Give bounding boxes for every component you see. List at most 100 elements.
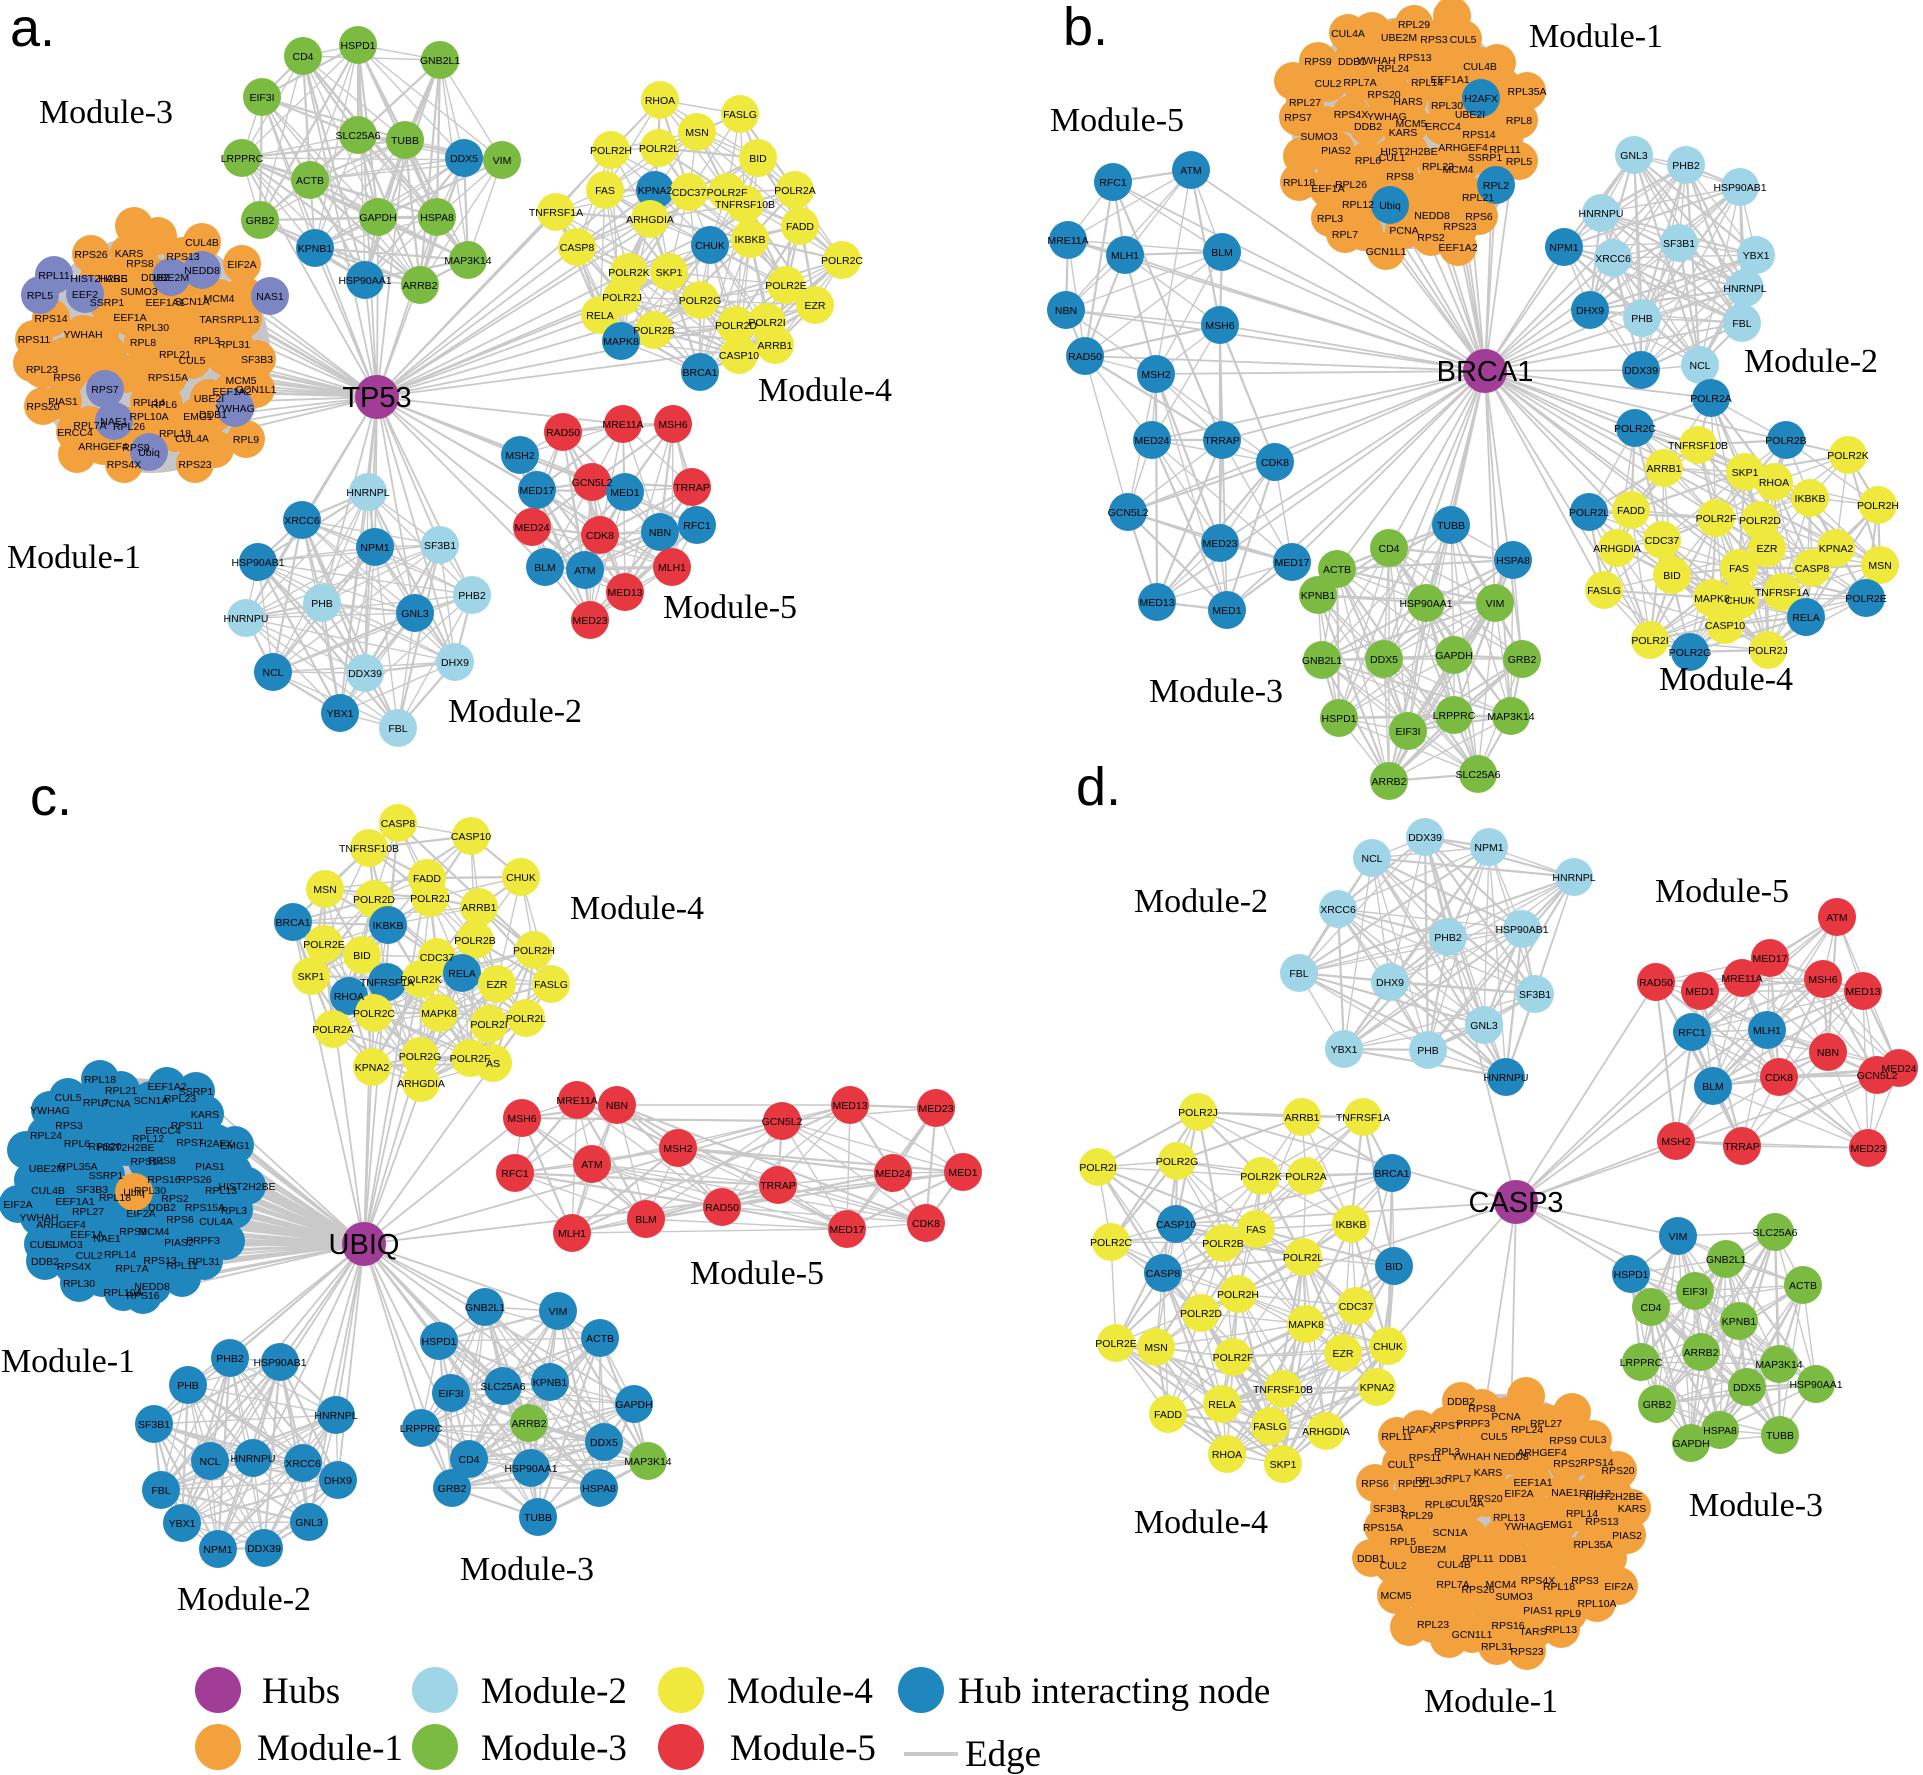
svg-text:EMG1: EMG1 [220,1140,250,1152]
svg-text:Hub interacting node: Hub interacting node [958,1671,1270,1712]
svg-text:POLR2G: POLR2G [399,1051,442,1063]
svg-text:CUL1: CUL1 [1379,152,1406,164]
svg-text:LRPPRC: LRPPRC [400,1423,443,1435]
svg-text:RPL10A: RPL10A [103,1287,142,1299]
svg-text:ACTB: ACTB [296,175,324,187]
svg-text:MSH2: MSH2 [1661,1136,1690,1148]
svg-text:DHX9: DHX9 [1376,977,1404,989]
svg-text:PIAS1: PIAS1 [1523,1605,1553,1617]
svg-text:CUL2: CUL2 [76,1250,103,1262]
svg-text:EEF1A2: EEF1A2 [212,386,251,398]
svg-text:ARHGEF4: ARHGEF4 [36,1219,86,1231]
svg-text:CD4: CD4 [1640,1302,1661,1314]
svg-text:CASP10: CASP10 [1705,620,1745,632]
svg-text:RPS15A: RPS15A [185,1202,225,1214]
svg-text:TNFRSF1A: TNFRSF1A [360,977,414,989]
svg-text:AS: AS [486,1058,500,1070]
svg-text:RPL29: RPL29 [1401,1510,1433,1522]
svg-text:YBX1: YBX1 [1331,1044,1358,1056]
svg-text:RPS8: RPS8 [1386,171,1414,183]
svg-text:HSP90AA1: HSP90AA1 [504,1463,557,1475]
svg-text:ARRB1: ARRB1 [1646,463,1681,475]
svg-text:GNB2L1: GNB2L1 [420,55,460,67]
svg-text:POLR2G: POLR2G [679,295,722,307]
svg-text:PIAS2: PIAS2 [1612,1530,1642,1542]
svg-text:CD4: CD4 [292,51,313,63]
svg-text:DDB1: DDB1 [1499,1553,1527,1565]
svg-text:RPL31: RPL31 [188,1256,220,1268]
svg-text:CUL4A: CUL4A [1331,28,1365,40]
svg-text:SCN1A: SCN1A [133,1095,168,1107]
svg-text:EIF3I: EIF3I [438,1388,463,1400]
svg-text:DDB2: DDB2 [31,1256,59,1268]
svg-text:RPS7: RPS7 [91,384,119,396]
svg-text:BRCA1: BRCA1 [682,367,717,379]
svg-text:MCM4: MCM4 [1486,1579,1517,1591]
svg-text:Module-4: Module-4 [1659,661,1793,698]
svg-text:NEDD8: NEDD8 [184,265,220,277]
svg-text:POLR2J: POLR2J [1178,1107,1218,1119]
svg-text:POLR2K: POLR2K [1827,450,1868,462]
svg-text:KARS: KARS [1389,127,1418,139]
svg-text:RPL7A: RPL7A [1436,1579,1469,1591]
svg-text:RPL2: RPL2 [1483,180,1509,192]
svg-text:PIAS2: PIAS2 [1321,145,1351,157]
svg-text:HNRNPL: HNRNPL [346,487,389,499]
svg-text:POLR2B: POLR2B [633,325,674,337]
svg-text:ARHGDIA: ARHGDIA [397,1078,445,1090]
svg-text:RPL3: RPL3 [221,1205,247,1217]
svg-text:EIF2A: EIF2A [1604,1581,1633,1593]
svg-text:EIF3I: EIF3I [249,92,274,104]
svg-text:POLR2G: POLR2G [1156,1156,1199,1168]
svg-text:FASLG: FASLG [1587,585,1621,597]
svg-text:HNRNPL: HNRNPL [314,1410,357,1422]
svg-text:IKBKB: IKBKB [1336,1219,1367,1231]
svg-text:RPL3: RPL3 [194,335,220,347]
svg-text:RPL18: RPL18 [84,1074,116,1086]
svg-text:Module-2: Module-2 [1744,343,1878,380]
svg-text:TRRAP: TRRAP [674,482,710,494]
svg-text:MED24: MED24 [514,522,549,534]
svg-text:RPL30: RPL30 [134,1185,166,1197]
svg-text:RPL7A: RPL7A [1343,77,1376,89]
svg-text:MSN: MSN [685,127,708,139]
svg-text:DDX5: DDX5 [1733,1382,1761,1394]
svg-text:UBE2M: UBE2M [153,272,189,284]
svg-text:RPL7: RPL7 [83,1097,109,1109]
svg-text:EIF2A: EIF2A [1504,1488,1533,1500]
svg-text:RPS23: RPS23 [1510,1646,1543,1658]
svg-text:HIST2H2BE: HIST2H2BE [1585,1491,1642,1503]
svg-text:TNFRSF10B: TNFRSF10B [1253,1384,1313,1396]
svg-text:MED23: MED23 [1202,538,1237,550]
svg-text:KPNB1: KPNB1 [1722,1316,1757,1328]
svg-text:EMG1: EMG1 [183,411,213,423]
svg-text:RPL11: RPL11 [1381,1431,1412,1443]
svg-text:MLH1: MLH1 [1753,1025,1781,1037]
svg-text:POLR2A: POLR2A [312,1024,353,1036]
svg-text:GCN5L2: GCN5L2 [1857,1070,1898,1082]
svg-text:RELA: RELA [586,310,613,322]
svg-text:FASLG: FASLG [1253,1421,1287,1433]
svg-text:MED13: MED13 [832,1100,867,1112]
svg-text:POLR2B: POLR2B [454,935,495,947]
svg-text:GNL3: GNL3 [401,608,429,620]
svg-text:RPL8: RPL8 [130,337,156,349]
svg-text:ATM: ATM [574,565,595,577]
svg-text:RPS3: RPS3 [1571,1575,1599,1587]
svg-text:POLR2E: POLR2E [1845,593,1886,605]
svg-text:RPS16: RPS16 [1491,1620,1524,1632]
svg-text:RPL21: RPL21 [105,1085,137,1097]
svg-text:GNB2L1: GNB2L1 [1302,655,1342,667]
svg-text:CASP8: CASP8 [1795,563,1830,575]
svg-text:TNFRSF1A: TNFRSF1A [529,207,583,219]
svg-text:EMG1: EMG1 [1543,1519,1573,1531]
svg-text:RPL30: RPL30 [1415,1475,1447,1487]
svg-text:RPS3: RPS3 [1420,34,1448,46]
svg-text:SKP1: SKP1 [1270,1459,1297,1471]
svg-text:UBE2M: UBE2M [1410,1544,1446,1556]
svg-text:Module-1: Module-1 [1,1343,135,1380]
svg-text:PHB: PHB [1631,313,1653,325]
svg-text:Module-5: Module-5 [663,589,797,626]
svg-text:PHB2: PHB2 [216,1353,244,1365]
svg-text:SF3B3: SF3B3 [1373,1503,1405,1515]
